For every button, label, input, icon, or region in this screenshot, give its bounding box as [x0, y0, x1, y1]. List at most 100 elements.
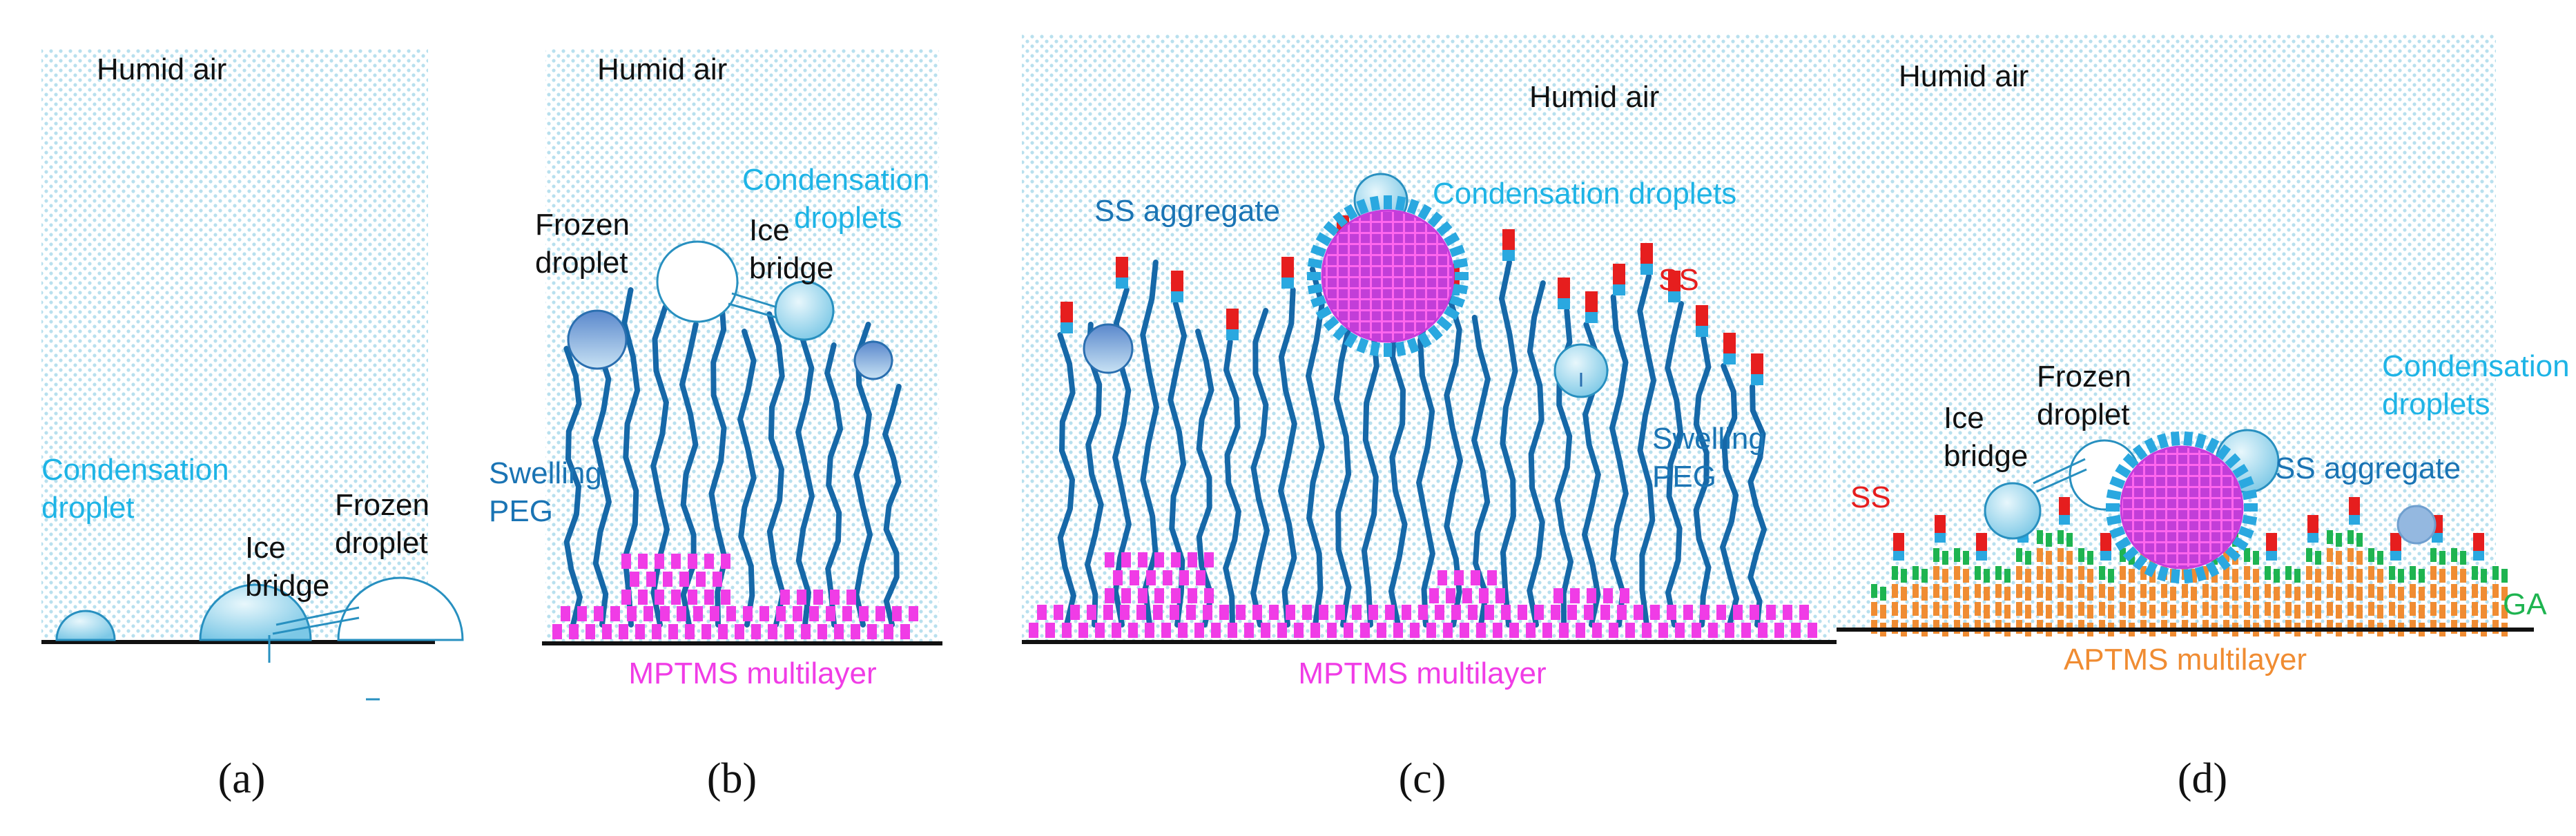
aggregate-spike: [1436, 315, 1453, 331]
mptms-block: [1708, 623, 1718, 638]
aptms-block: [2066, 587, 2073, 601]
mptms-block: [826, 606, 835, 621]
mptms-block: [671, 554, 681, 569]
aptms-block: [2253, 587, 2259, 601]
aggregate-spike: [1444, 306, 1460, 320]
aptms-block: [2129, 605, 2135, 619]
aptms-block: [2078, 602, 2084, 616]
aptms-block: [2347, 566, 2354, 580]
aptms-block: [2285, 566, 2292, 580]
ss-end-blue: [1723, 353, 1736, 364]
aggregate-spike: [2132, 444, 2148, 460]
mptms-block: [1443, 623, 1453, 638]
aggregate-spike: [2205, 561, 2220, 578]
ss-end-blue: [2432, 533, 2443, 543]
aptms-block: [2037, 602, 2043, 616]
aptms-block: [2202, 584, 2209, 598]
aptms-block: [2066, 551, 2073, 565]
mptms-block: [1484, 605, 1494, 620]
aggregate-spike: [1395, 195, 1406, 211]
mptms-block: [1211, 623, 1221, 638]
mptms-block: [1634, 605, 1643, 620]
aptms-block: [2244, 548, 2250, 562]
aggregate-spike: [1307, 283, 1323, 295]
mptms-block: [718, 624, 728, 639]
mptms-block: [793, 606, 802, 621]
peg-chain: [1388, 287, 1408, 628]
mptms-block: [1252, 605, 1262, 620]
aptms-block: [1912, 620, 1919, 634]
peg-chain: [1609, 294, 1629, 628]
mptms-block: [1774, 623, 1784, 638]
panel-b: Humid air Condensation droplets Frozen d…: [489, 48, 942, 802]
aptms-block: [2244, 584, 2250, 598]
aggregate-spike: [1323, 315, 1339, 331]
aptms-block: [2430, 620, 2437, 634]
aggregate-spike: [1315, 232, 1332, 246]
peg-chain: [1223, 339, 1241, 628]
aggregate-spike: [1406, 338, 1420, 353]
aggregate-spike: [2106, 489, 2122, 500]
panel-c: Humid air SS aggregate Condensation drop…: [1022, 35, 1837, 802]
aptms-block: [2430, 602, 2437, 616]
ss-end-red: [1226, 309, 1239, 331]
aptms-block: [2265, 566, 2271, 580]
aptms-block: [2232, 569, 2238, 583]
aptms-block: [2356, 587, 2363, 601]
aggregate-spike: [2238, 476, 2254, 489]
aggregate-spike: [1369, 341, 1381, 357]
aptms-block: [2046, 551, 2052, 565]
aggregate-spike: [1453, 257, 1469, 269]
aggregate-spike: [1406, 199, 1420, 215]
mptms-block: [867, 624, 877, 639]
aptms-block: [1984, 569, 1990, 583]
mptms-block: [1766, 605, 1776, 620]
ss-end-red: [2349, 497, 2360, 516]
mptms-block: [1070, 605, 1080, 620]
mptms-block: [710, 606, 719, 621]
ice-bridge-label: Ice bridge: [245, 531, 329, 603]
swelling-peg-label: Swelling PEG: [1652, 422, 1774, 494]
aptms-block: [1912, 584, 1919, 598]
aptms-block: [1892, 566, 1898, 580]
peg-chain: [1498, 260, 1518, 628]
aptms-block: [2410, 620, 2416, 634]
condensation-droplets-label: Condensation droplets: [1433, 177, 1736, 211]
mptms-block: [1675, 623, 1685, 638]
ss-end-red: [1613, 264, 1625, 286]
aptms-block: [2182, 620, 2188, 634]
mptms-block: [1476, 623, 1486, 638]
aptms-block: [2191, 569, 2197, 583]
aggregate-spike: [2232, 536, 2249, 552]
mptms-block: [1154, 588, 1164, 603]
ice-bridge-pointer: [275, 606, 360, 626]
ss-end-red: [2059, 497, 2070, 516]
mptms-block: [668, 624, 678, 639]
mptms-block: [1454, 570, 1464, 585]
ss-end-red: [1502, 229, 1515, 251]
mptms-block: [1146, 570, 1156, 585]
panel-caption: (d): [2178, 755, 2227, 802]
aggregate-spike: [2109, 476, 2126, 489]
aptms-block: [1921, 605, 1928, 619]
aptms-block: [2046, 605, 2052, 619]
mptms-block: [1551, 605, 1560, 620]
mptms-block: [696, 572, 706, 587]
aptms-block: [2327, 530, 2333, 544]
mptms-block: [1410, 623, 1420, 638]
aptms-block: [2149, 605, 2156, 619]
aptms-block: [2347, 620, 2354, 634]
aptms-block: [2161, 602, 2167, 616]
aggregate-spike: [1449, 244, 1465, 257]
peg-chain: [1305, 266, 1325, 628]
mptms-block: [1446, 588, 1455, 603]
aggregate-spike: [1369, 195, 1381, 211]
mptms-block: [1170, 605, 1179, 620]
aptms-block: [2191, 605, 2197, 619]
aptms-block: [2108, 569, 2114, 583]
aptms-block: [2336, 569, 2342, 583]
mptms-block: [685, 624, 695, 639]
mptms-blocks: [1029, 552, 1817, 638]
mptms-block: [1219, 605, 1229, 620]
